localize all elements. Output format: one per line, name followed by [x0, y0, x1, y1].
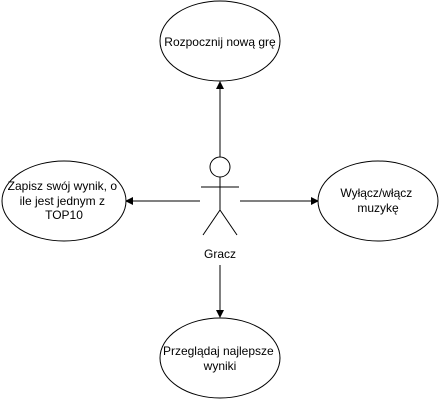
- use-case-save-score: Zapisz swój wynik, o ile jest jednym z T…: [1, 160, 127, 242]
- use-case-toggle-music-line-2: muzykę: [357, 201, 399, 215]
- actor-left-leg: [202, 209, 221, 236]
- use-case-save-score-line-3: TOP10: [45, 208, 83, 222]
- actor-label: Gracz: [204, 247, 236, 261]
- use-case-new-game: Rozpocznij nową grę: [159, 0, 281, 82]
- actor-stick-figure-icon: [201, 156, 239, 236]
- use-case-best-scores-line-1: Przeglądaj najlepsze: [163, 344, 274, 358]
- svg-text:Zapisz swój wynik, o ile: Zapisz swój wynik, o ile jest jednym z T…: [8, 179, 121, 222]
- actor-head: [209, 156, 231, 178]
- use-case-new-game-label: Rozpocznij nową grę: [164, 35, 276, 49]
- use-case-best-scores-line-2: wyniki: [203, 359, 237, 373]
- svg-text:Rozpocznij nową grę: Rozpocznij nową grę: [164, 35, 276, 49]
- use-case-toggle-music: Wyłącz/włącz muzykę: [317, 160, 439, 242]
- use-case-save-score-line-2: ile jest jednym z: [20, 194, 105, 208]
- svg-text:Przeglądaj najlepsze wyn: Przeglądaj najlepsze wyniki: [163, 344, 277, 373]
- use-case-toggle-music-line-1: Wyłącz/włącz: [340, 186, 412, 200]
- actor-right-leg: [219, 209, 238, 236]
- use-case-best-scores: Przeglądaj najlepsze wyniki: [159, 317, 281, 399]
- svg-text:Wyłącz/włącz muzykę: Wyłącz/włącz muzykę: [340, 186, 415, 215]
- use-case-save-score-line-1: Zapisz swój wynik, o: [8, 179, 118, 193]
